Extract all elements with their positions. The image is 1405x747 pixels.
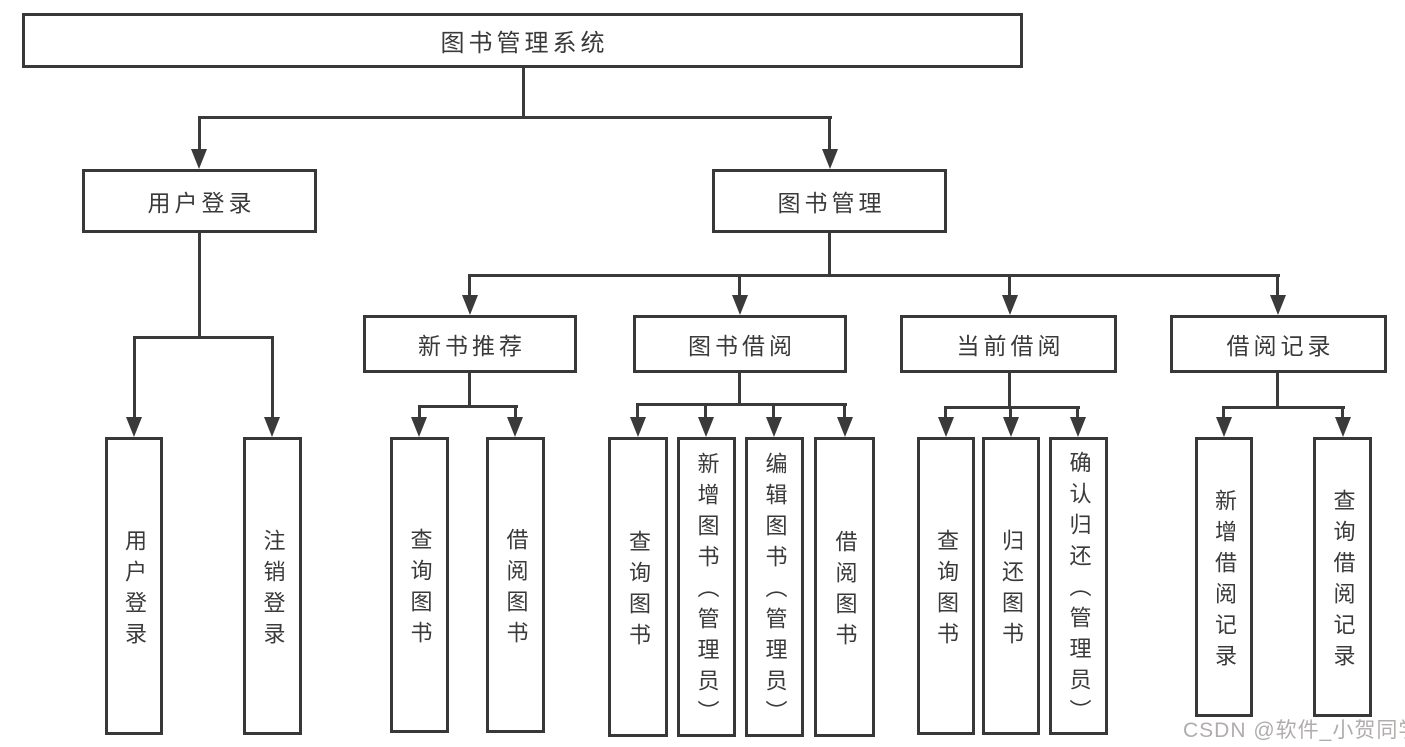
node-leaf-bb-query-label: 查询图书 [626,529,651,654]
node-leaf-cb-confirm: 确认归还（管理员） [1049,437,1108,735]
connector-leaf-nbborrow-stub [514,405,517,417]
node-leaf-bb-add-label: 新增图书（管理员） [694,452,720,731]
arrowhead-leaf-cbquery-icon [938,417,954,437]
connector-borrowrecord-vertical [1276,373,1279,406]
connector-bookborrow-stub [738,274,741,295]
connector-leaf-cbreturn-stub [1009,406,1012,417]
connector-newbook-vertical [468,373,471,405]
node-leaf-bb-borrow: 借阅图书 [814,437,875,737]
arrowhead-leaf-bbborrow-icon [837,417,853,437]
node-leaf-nb-borrow: 借阅图书 [486,437,545,733]
node-leaf-user-login-label: 用户登录 [122,528,147,653]
node-leaf-user-login: 用户登录 [105,437,163,735]
node-new-book: 新书推荐 [363,315,577,373]
connector-leaf-bbquery-stub [636,403,639,417]
arrowhead-bookmgmt-icon [822,149,838,169]
node-book-borrow-label: 图书借阅 [688,333,796,359]
connector-leaf-logout-stub [271,336,274,417]
node-user-login-label: 用户登录 [147,190,256,216]
node-leaf-nb-query-label: 查询图书 [407,527,433,652]
node-leaf-nb-borrow-label: 借阅图书 [503,527,529,652]
connector-leaf-bbadd-stub [704,403,707,417]
connector-bookborrow-vertical [738,373,741,403]
arrowhead-leaf-nbborrow-icon [507,417,523,437]
node-book-mgmt: 图书管理 [712,169,947,233]
connector-leaf-brquery-stub [1341,406,1344,417]
node-current-borrow-label: 当前借阅 [956,333,1065,359]
node-book-mgmt-label: 图书管理 [777,190,886,216]
arrowhead-leaf-cbconfirm-icon [1070,417,1086,437]
connector-leaf-cbconfirm-stub [1076,406,1079,417]
connector-level3-horizontal [468,274,1280,277]
connector-borrowrecord-horizontal [1222,406,1345,409]
node-root: 图书管理系统 [22,13,1023,68]
arrowhead-leaf-cbreturn-icon [1003,417,1019,437]
node-leaf-nb-query: 查询图书 [390,437,449,733]
connector-leaf-userlogin-stub [133,336,136,417]
node-leaf-bb-borrow-label: 借阅图书 [832,529,858,654]
node-current-borrow: 当前借阅 [900,315,1117,373]
connector-userlogin-stub [198,116,201,149]
connector-leaf-bradd-stub [1222,406,1225,417]
node-leaf-logout-label: 注销登录 [260,528,286,653]
connector-newbook-stub [468,274,471,295]
node-leaf-bb-edit-label: 编辑图书（管理员） [762,452,788,731]
arrowhead-bookborrow-icon [732,295,748,315]
connector-currentborrow-vertical [1008,373,1011,406]
node-leaf-cb-return: 归还图书 [982,437,1040,735]
connector-leaf-bbedit-stub [772,403,775,417]
connector-currentborrow-horizontal [944,406,1080,409]
connector-leaf-cbquery-stub [944,406,947,417]
connector-leaf-nbquery-stub [418,405,421,417]
arrowhead-leaf-bbquery-icon [630,417,646,437]
connector-bookmgmt-vertical [828,233,831,274]
node-leaf-br-query-label: 查询借阅记录 [1330,488,1356,675]
node-leaf-br-add: 新增借阅记录 [1195,437,1253,717]
arrowhead-leaf-bbedit-icon [766,417,782,437]
arrowhead-leaf-logout-icon [264,417,280,437]
connector-borrowrecord-stub [1276,274,1279,295]
node-leaf-cb-return-label: 归还图书 [999,528,1024,653]
node-leaf-cb-confirm-label: 确认归还（管理员） [1066,451,1092,730]
connector-userlogin-vertical [198,233,201,336]
connector-newbook-horizontal [418,405,518,408]
arrowhead-newbook-icon [462,295,478,315]
node-leaf-br-add-label: 新增借阅记录 [1212,488,1237,675]
node-leaf-bb-query: 查询图书 [608,437,668,737]
arrowhead-currentborrow-icon [1002,295,1018,315]
connector-currentborrow-stub [1008,274,1011,295]
node-borrow-record: 借阅记录 [1170,315,1387,373]
arrowhead-leaf-userlogin-icon [126,417,142,437]
arrowhead-leaf-nbquery-icon [411,417,427,437]
arrowhead-borrowrecord-icon [1270,295,1286,315]
node-book-borrow: 图书借阅 [633,315,847,373]
node-user-login: 用户登录 [82,169,317,233]
node-leaf-cb-query: 查询图书 [917,437,975,735]
node-leaf-logout: 注销登录 [243,437,302,735]
node-leaf-bb-edit: 编辑图书（管理员） [745,437,804,737]
node-leaf-br-query: 查询借阅记录 [1313,437,1372,717]
arrowhead-leaf-bradd-icon [1216,417,1232,437]
node-leaf-cb-query-label: 查询图书 [934,528,959,653]
connector-level2-horizontal [198,116,832,119]
connector-bookborrow-horizontal [636,403,847,406]
arrowhead-userlogin-icon [191,149,207,169]
node-borrow-record-label: 借阅记录 [1226,333,1335,359]
watermark: CSDN @软件_小贺同学 [1183,719,1405,742]
connector-userlogin-horizontal [133,336,274,339]
arrowhead-leaf-bbadd-icon [698,417,714,437]
node-leaf-bb-add: 新增图书（管理员） [677,437,736,737]
connector-root-vertical [522,68,525,118]
node-root-label: 图书管理系统 [440,30,609,57]
arrowhead-leaf-brquery-icon [1335,417,1351,437]
node-new-book-label: 新书推荐 [418,333,526,359]
connector-leaf-bbborrow-stub [843,403,846,417]
connector-bookmgmt-stub [828,116,831,149]
